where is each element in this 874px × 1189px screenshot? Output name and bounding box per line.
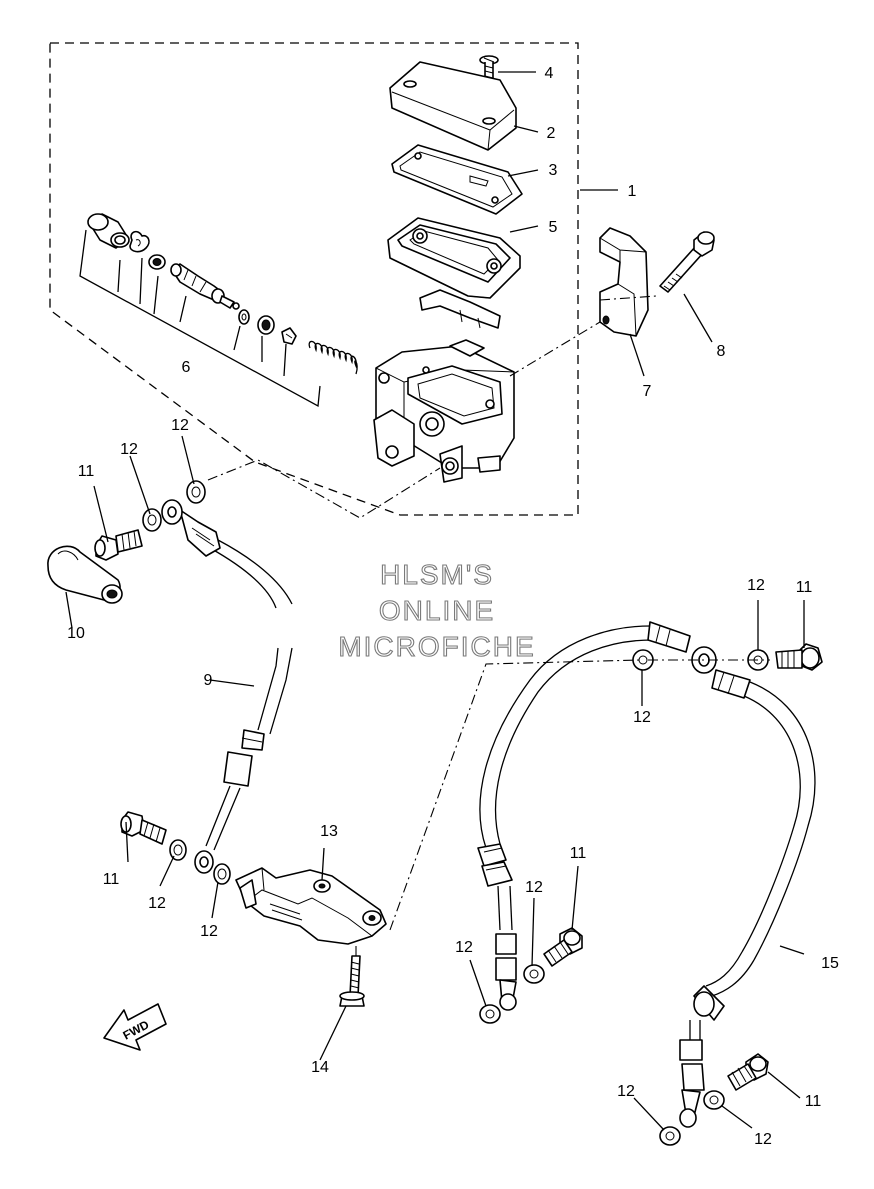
callout-12-b: 12 xyxy=(120,441,138,458)
callout-12-g: 12 xyxy=(525,879,543,896)
callout-5: 5 xyxy=(549,219,558,236)
union-bolt-11-lower-right[interactable] xyxy=(727,1053,769,1091)
callout-12-h: 12 xyxy=(455,939,473,956)
washer-12-g[interactable] xyxy=(479,1004,501,1024)
brake-hose-9[interactable] xyxy=(161,499,293,874)
callout-3: 3 xyxy=(549,162,558,179)
callout-11-b: 11 xyxy=(103,871,120,888)
washer-12-d[interactable] xyxy=(213,863,231,885)
union-bolt-11-middle-right[interactable] xyxy=(543,927,583,967)
callout-11-e: 11 xyxy=(805,1093,822,1110)
master-cylinder-body[interactable] xyxy=(373,339,515,483)
spring-seat xyxy=(281,327,297,345)
body-to-clamp-axis xyxy=(509,321,601,377)
callout-12-c: 12 xyxy=(148,895,166,912)
rubber-cap-10[interactable] xyxy=(47,545,123,604)
handlebar-holder-7[interactable] xyxy=(599,227,649,337)
callout-14: 14 xyxy=(311,1059,329,1076)
banjo-axis-upper xyxy=(207,459,441,519)
callout-11-a: 11 xyxy=(78,463,95,480)
diaphragm-3[interactable] xyxy=(391,144,523,215)
callout-11-c: 11 xyxy=(796,579,813,596)
callout-12-a: 12 xyxy=(171,417,189,434)
watermark-line-3: MICROFICHE xyxy=(338,631,535,662)
union-bolt-11-right-upper[interactable] xyxy=(775,643,823,671)
piston xyxy=(170,263,240,310)
watermark: HLSM'S ONLINE MICROFICHE xyxy=(338,558,535,662)
diaphragm-plate-5[interactable] xyxy=(387,217,521,299)
callout-7: 7 xyxy=(643,383,652,400)
callout-12-e: 12 xyxy=(747,577,765,594)
callout-11-d: 11 xyxy=(570,845,587,862)
callout-12-i: 12 xyxy=(617,1083,635,1100)
callout-9: 9 xyxy=(204,672,213,689)
washer-12-h[interactable] xyxy=(523,964,545,984)
callout-15: 15 xyxy=(821,955,839,972)
watermark-line-1: HLSM'S xyxy=(380,559,494,590)
circlip xyxy=(129,230,150,253)
callout-labels: 4 2 3 1 5 8 7 6 12 12 11 10 9 11 12 12 1… xyxy=(67,65,839,1148)
bolt-14[interactable] xyxy=(339,955,365,1007)
washer-12-c[interactable] xyxy=(169,839,187,861)
callout-13: 13 xyxy=(320,823,338,840)
kit-6-leaders xyxy=(79,229,321,408)
union-bolt-11-upper-left[interactable] xyxy=(94,529,143,561)
callout-12-j: 12 xyxy=(754,1131,772,1148)
piston-boot xyxy=(87,213,130,249)
brake-hose-15[interactable] xyxy=(477,621,816,1128)
washer-12-j[interactable] xyxy=(703,1090,725,1110)
return-spring xyxy=(308,340,358,375)
gasket-strip-tabs xyxy=(459,309,481,329)
clamp-axis xyxy=(599,295,657,301)
leader-lines xyxy=(65,71,805,1131)
primary-cup xyxy=(257,315,275,335)
callout-8: 8 xyxy=(717,343,726,360)
callout-2: 2 xyxy=(547,125,556,142)
joint-to-hose-axis xyxy=(389,659,641,931)
callout-12-d: 12 xyxy=(200,923,218,940)
washer-12-i[interactable] xyxy=(659,1126,681,1146)
assembly-boundary-1 xyxy=(49,42,579,516)
piston-kit-6[interactable] xyxy=(87,213,358,375)
gasket-strip xyxy=(419,289,501,329)
fwd-arrow-icon: FWD xyxy=(103,1003,167,1051)
washer-12-a[interactable] xyxy=(142,508,162,532)
reservoir-cap-2[interactable] xyxy=(389,61,517,151)
callout-1: 1 xyxy=(628,183,637,200)
washer-12-b[interactable] xyxy=(186,480,206,504)
callout-12-f: 12 xyxy=(633,709,651,726)
hose-joint-13[interactable] xyxy=(235,867,387,945)
callout-10: 10 xyxy=(67,625,85,642)
union-bolt-11-middle-left[interactable] xyxy=(120,811,167,845)
callout-6: 6 xyxy=(182,359,191,376)
callout-4: 4 xyxy=(545,65,554,82)
clamp-bolt-8[interactable] xyxy=(659,231,715,293)
cup-washer xyxy=(238,309,250,325)
watermark-line-2: ONLINE xyxy=(379,595,495,626)
washer-small xyxy=(148,254,166,270)
